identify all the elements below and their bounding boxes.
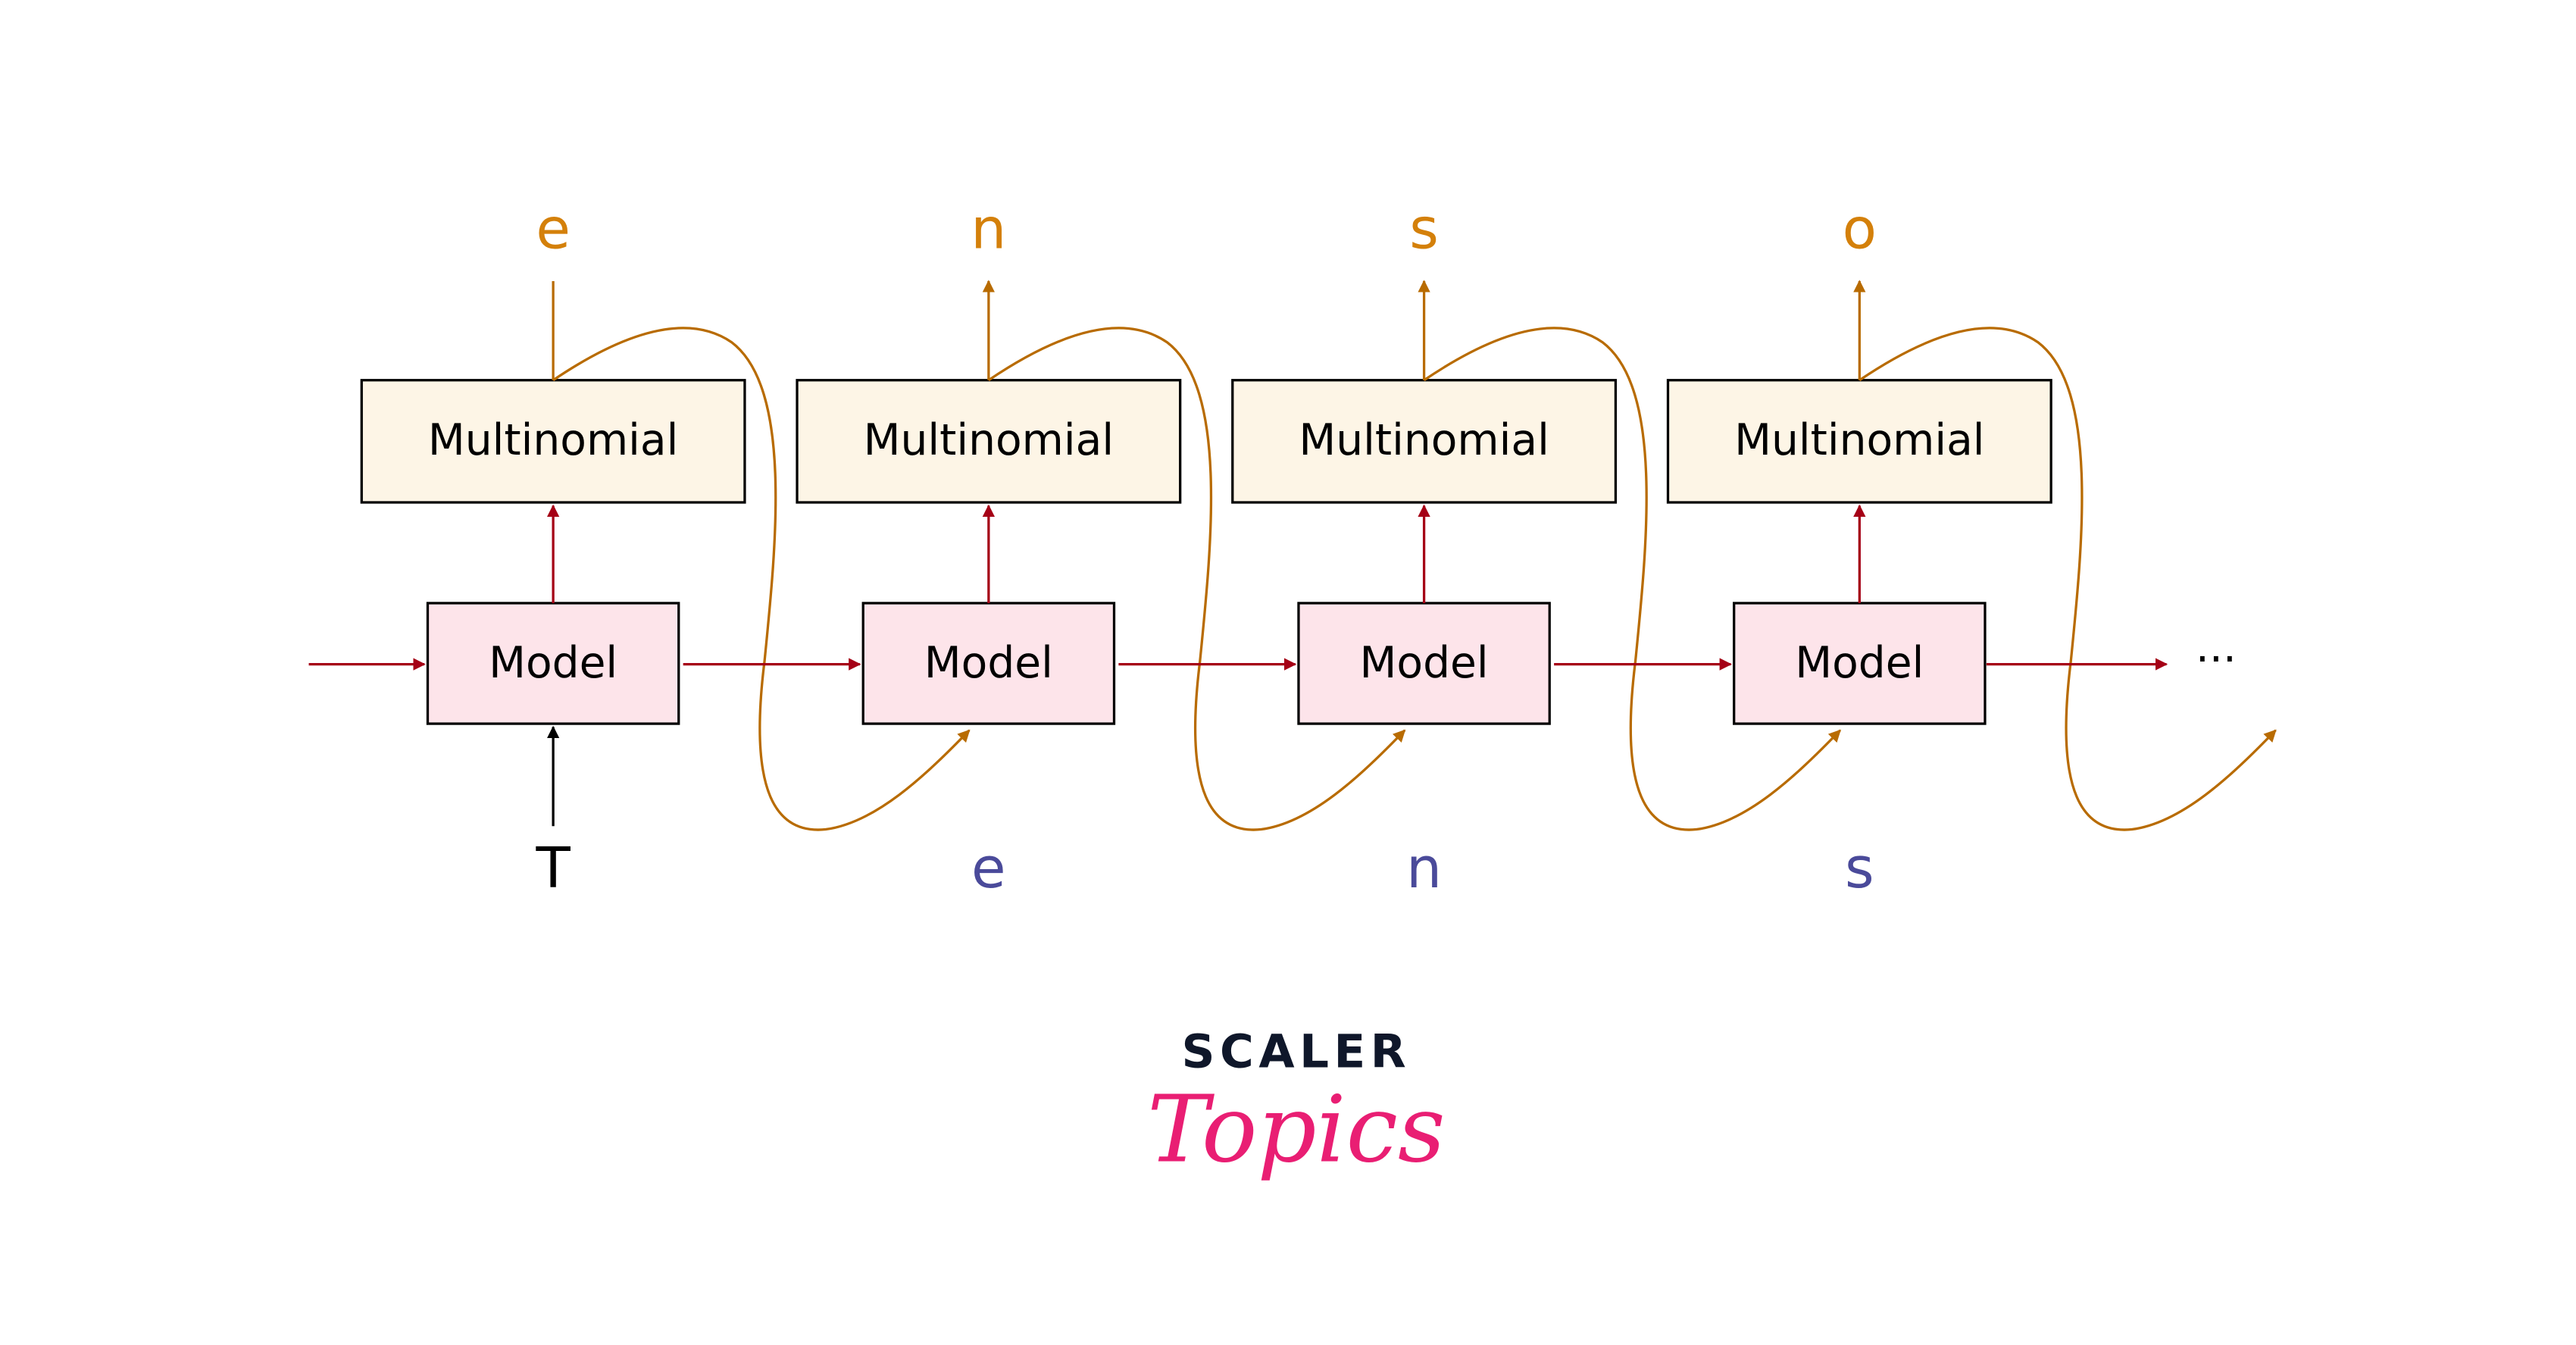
output-token: s — [1409, 196, 1439, 261]
model-label: Model — [924, 638, 1053, 688]
model-box — [1297, 602, 1551, 725]
continuation-ellipsis: ··· — [2196, 635, 2237, 685]
model-label: Model — [1360, 638, 1489, 688]
model-label: Model — [489, 638, 617, 688]
multinomial-label: Multinomial — [428, 415, 678, 465]
multinomial-label: Multinomial — [1299, 415, 1549, 465]
model-box — [1733, 602, 1987, 725]
feedback-curve — [1859, 327, 2277, 831]
multinomial-label: Multinomial — [1734, 415, 1984, 465]
input-token: T — [535, 836, 571, 901]
scaler-topics-logo: SCALER Topics — [1147, 1024, 1446, 1183]
fed-back-token: n — [1406, 836, 1442, 901]
output-token: o — [1843, 196, 1877, 261]
multinomial-box — [1666, 379, 2052, 504]
fed-back-token: s — [1845, 836, 1874, 901]
feedback-curve — [552, 327, 971, 831]
logo-scaler: SCALER — [1182, 1024, 1411, 1078]
multinomial-box — [796, 379, 1182, 504]
model-box — [861, 602, 1116, 725]
model-label: Model — [1795, 638, 1924, 688]
multinomial-label: Multinomial — [864, 415, 1114, 465]
output-token: e — [536, 196, 571, 261]
logo-topics: Topics — [1147, 1076, 1446, 1184]
model-box — [426, 602, 680, 725]
feedback-curve — [987, 327, 1406, 831]
output-token: n — [971, 196, 1006, 261]
feedback-curve — [1423, 327, 1841, 831]
fed-back-token: e — [971, 836, 1006, 901]
